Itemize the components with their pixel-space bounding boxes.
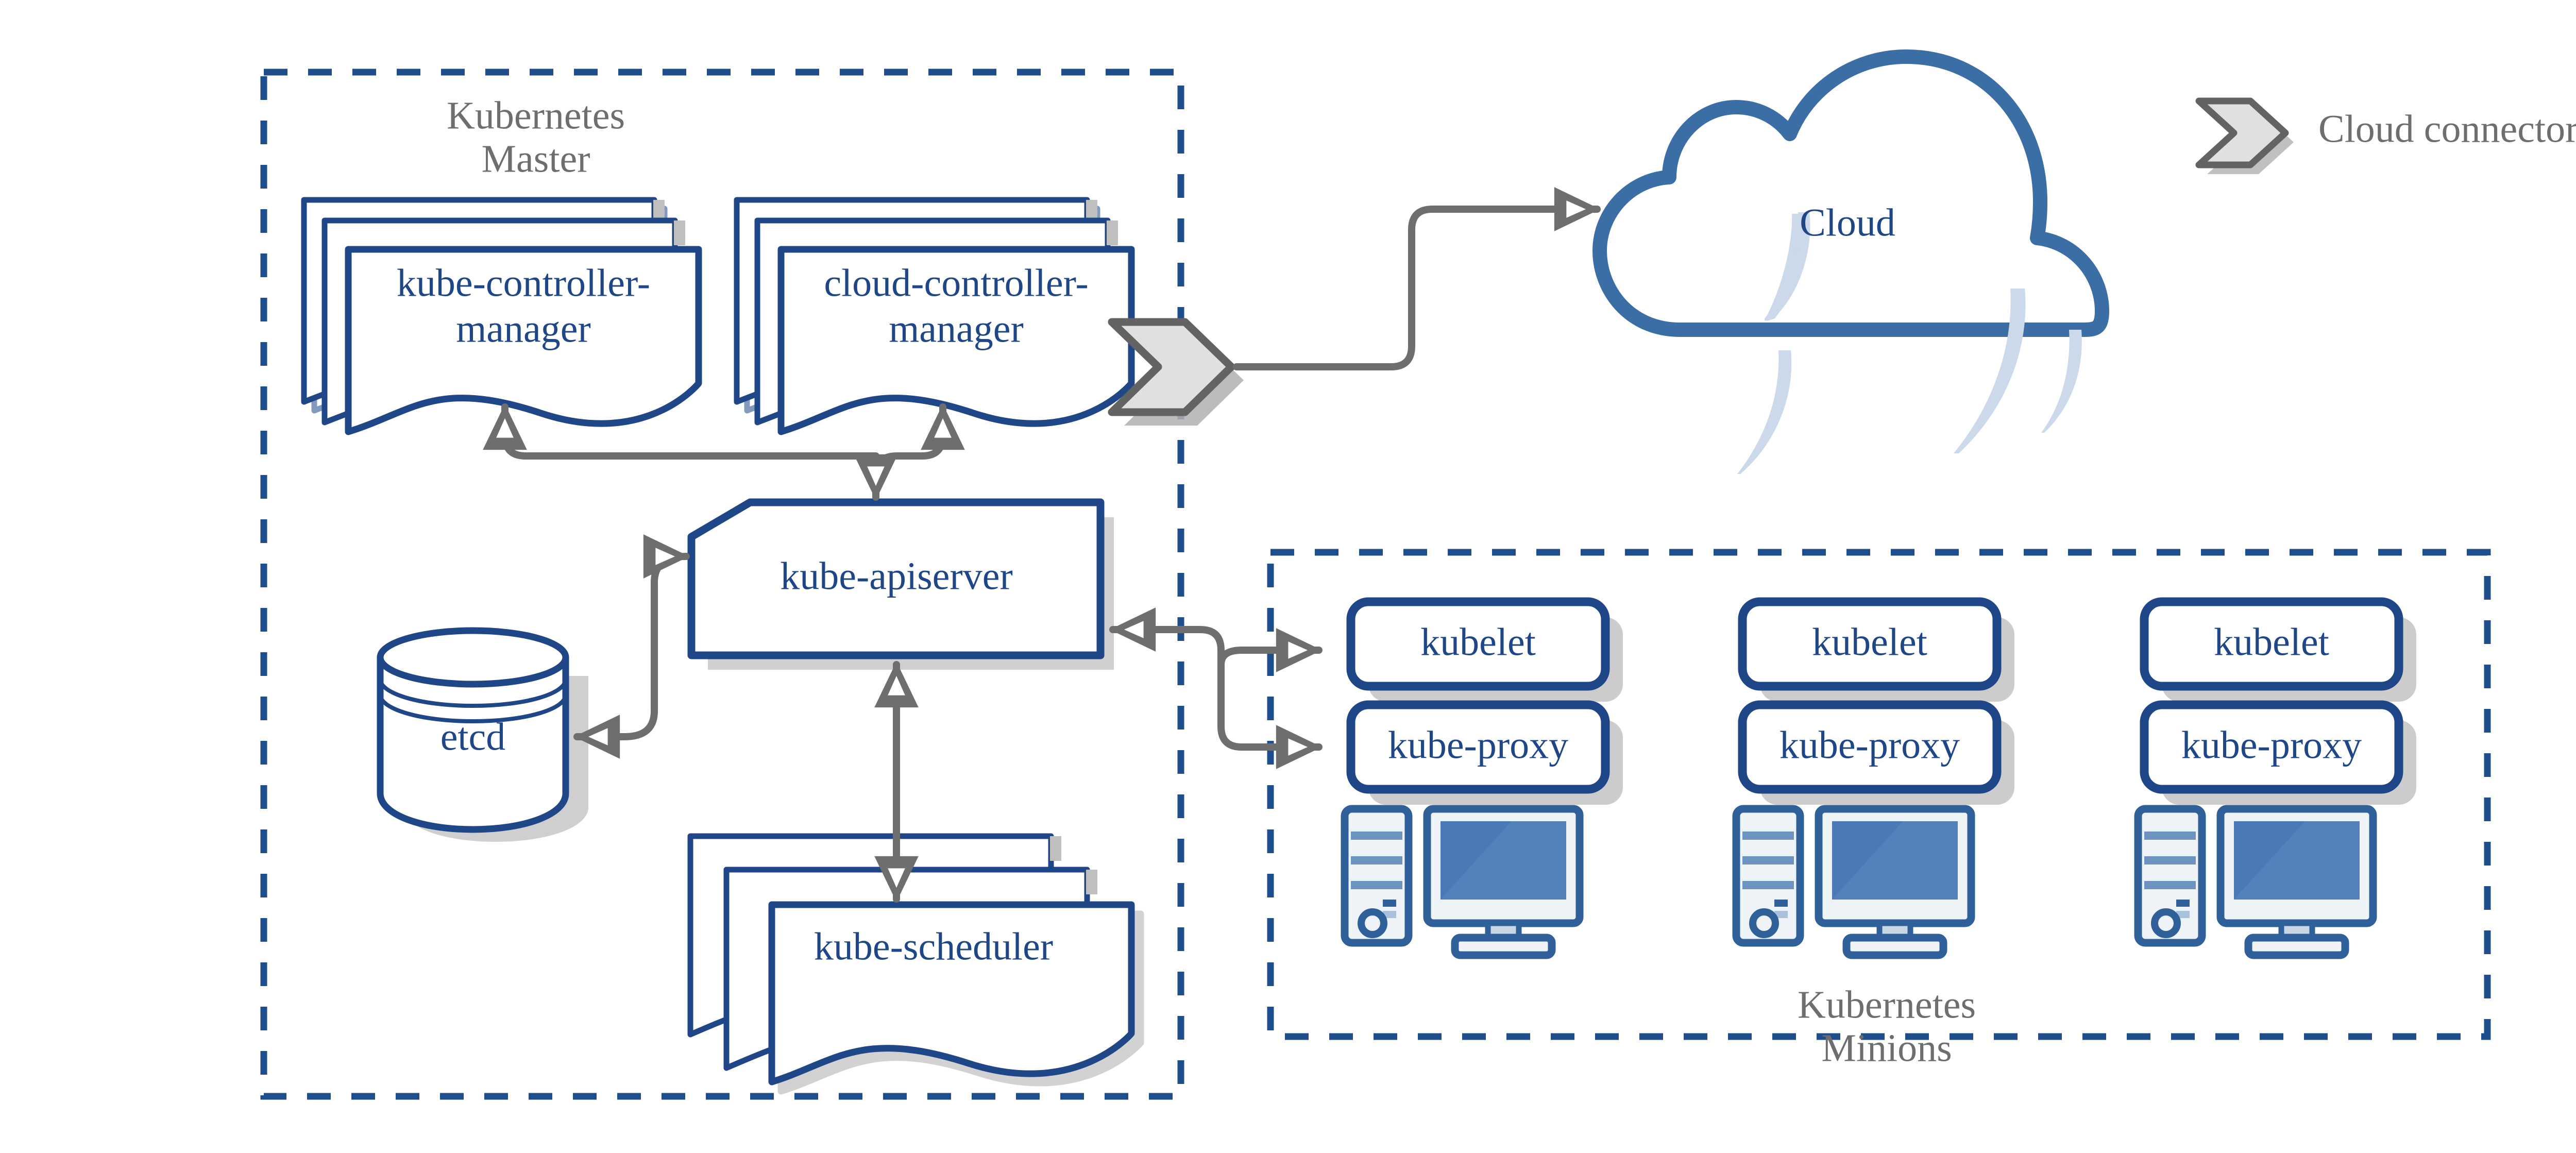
kube-proxy-box[interactable]: kube-proxy [1738, 700, 2014, 805]
kube-scheduler-label: kube-scheduler [814, 925, 1053, 968]
kubelet-label: kubelet [2214, 620, 2329, 664]
group-kubernetes-minions: Kubernetes Minions [1267, 549, 2491, 1070]
doc-sheet-front [777, 246, 1135, 435]
node-kube-controller-manager[interactable]: kube-controller- manager [301, 197, 702, 435]
minion-node-1: kubelet kube-proxy [1341, 597, 1623, 959]
minions-dashed-border [1267, 549, 2491, 1040]
etcd-label: etcd [440, 715, 506, 758]
cloud-controller-manager-label-line2: manager [889, 307, 1024, 350]
minion-node-3: kubelet kube-proxy [2134, 597, 2416, 959]
legend-cloud-connector-icon [2195, 97, 2294, 174]
doc-sheet-front [768, 901, 1144, 1095]
node-kube-scheduler[interactable]: kube-scheduler [687, 833, 1144, 1095]
doc-sheet-front [345, 246, 702, 435]
node-cloud[interactable]: Cloud [1592, 49, 2109, 474]
computer-icon[interactable] [1732, 805, 1975, 959]
arrow-apiserver-to-kubelet [1217, 628, 1323, 672]
kubelet-box[interactable]: kubelet [1738, 597, 2014, 702]
kube-proxy-label: kube-proxy [2181, 723, 2362, 767]
kubelet-box[interactable]: kubelet [2140, 597, 2416, 702]
arrow-apiserver-etcd [573, 534, 690, 759]
computer-icon[interactable] [2134, 805, 2377, 959]
kube-controller-manager-label-line1: kube-controller- [397, 261, 650, 304]
kube-apiserver-label: kube-apiserver [780, 554, 1013, 598]
minion-node-2: kubelet kube-proxy [1732, 597, 2014, 959]
node-etcd[interactable]: etcd [377, 627, 588, 842]
cloud-highlight-crescents [1737, 212, 2082, 474]
arrow-apiserver-to-kube-proxy [1109, 607, 1323, 769]
arrow-ccm-to-apiserver [854, 403, 965, 501]
master-dashed-border [260, 69, 1184, 1100]
cloud-connector-icon[interactable] [1108, 318, 1244, 426]
kubelet-label: kubelet [1812, 620, 1927, 664]
minions-group-label-line2: Minions [1821, 1026, 1952, 1070]
kube-proxy-box[interactable]: kube-proxy [1346, 700, 1623, 805]
kube-proxy-label: kube-proxy [1780, 723, 1960, 767]
legend: Cloud connector [2195, 97, 2576, 174]
kube-proxy-box[interactable]: kube-proxy [2140, 700, 2416, 805]
group-kubernetes-master: Kubernetes Master [260, 69, 1184, 1100]
node-cloud-controller-manager[interactable]: cloud-controller- manager [734, 197, 1135, 435]
cloud-accent-shapes [1764, 214, 1808, 321]
computer-icon[interactable] [1341, 805, 1584, 959]
master-group-label-line2: Master [481, 137, 590, 180]
cloud-label: Cloud [1800, 201, 1895, 244]
cloud-controller-manager-label-line1: cloud-controller- [824, 261, 1088, 304]
arrow-connector-to-cloud [1233, 187, 1601, 370]
kube-controller-manager-label-line2: manager [456, 307, 591, 350]
node-kube-apiserver[interactable]: kube-apiserver [687, 498, 1114, 670]
kubelet-box[interactable]: kubelet [1346, 597, 1623, 702]
arrow-kcm-to-apiserver [483, 403, 879, 460]
kubelet-label: kubelet [1420, 620, 1536, 664]
master-group-label-line1: Kubernetes [447, 94, 625, 137]
minions-group-label-line1: Kubernetes [1798, 983, 1976, 1026]
kube-proxy-label: kube-proxy [1388, 723, 1568, 767]
legend-label: Cloud connector [2318, 107, 2576, 150]
